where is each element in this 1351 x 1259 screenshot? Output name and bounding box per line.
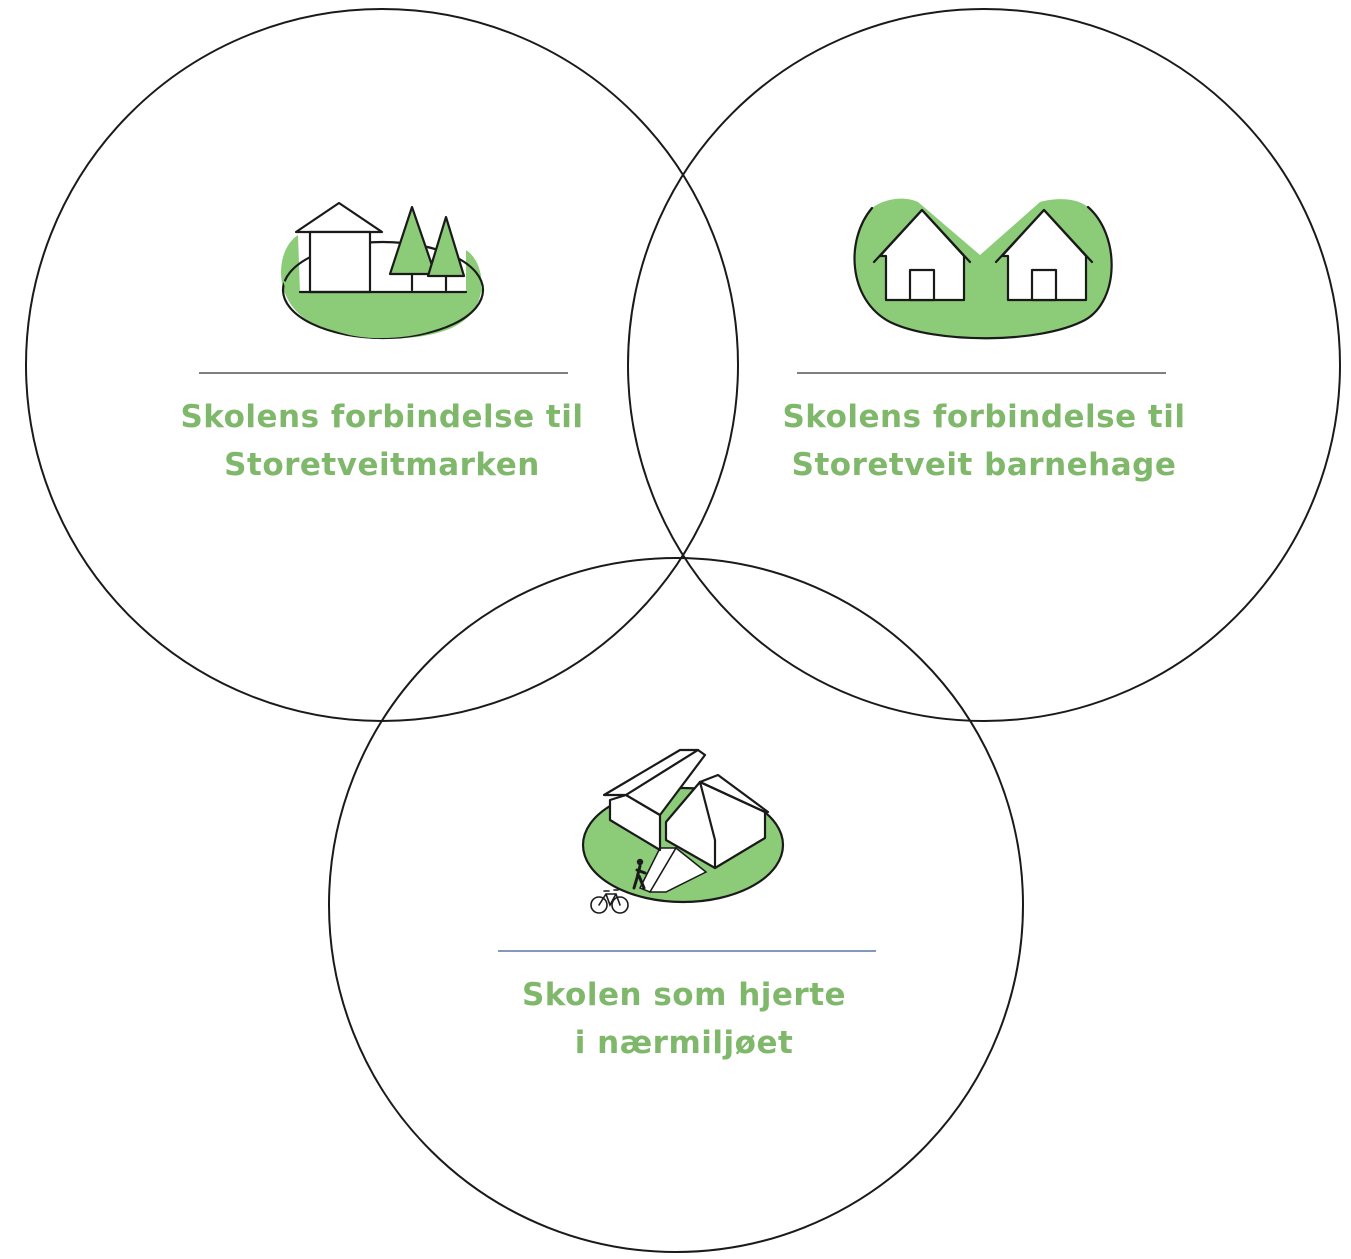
label-bottom-line2: i nærmiljøet [574,1025,794,1061]
circle-bottom [328,557,1024,1253]
circle-left [25,8,739,722]
pedestrian-icon [632,858,647,890]
label-bottom-line1: Skolen som hjerte [521,977,847,1013]
school-building-icon [581,748,785,914]
circle-right [627,8,1341,722]
two-houses-icon [853,198,1113,340]
label-right-line2: Storetveit barnehage [791,447,1177,483]
label-left-line2: Storetveitmarken [224,447,540,483]
cabin-and-trees-icon [280,201,485,340]
label-bottom: Skolen som hjerte i nærmiljøet [480,971,888,1067]
bicycle-icon [590,889,629,914]
label-right: Skolens forbindelse til Storetveit barne… [766,393,1202,489]
label-left: Skolens forbindelse til Storetveitmarken [166,393,598,489]
label-right-line1: Skolens forbindelse til [782,399,1186,435]
label-left-line1: Skolens forbindelse til [180,399,584,435]
